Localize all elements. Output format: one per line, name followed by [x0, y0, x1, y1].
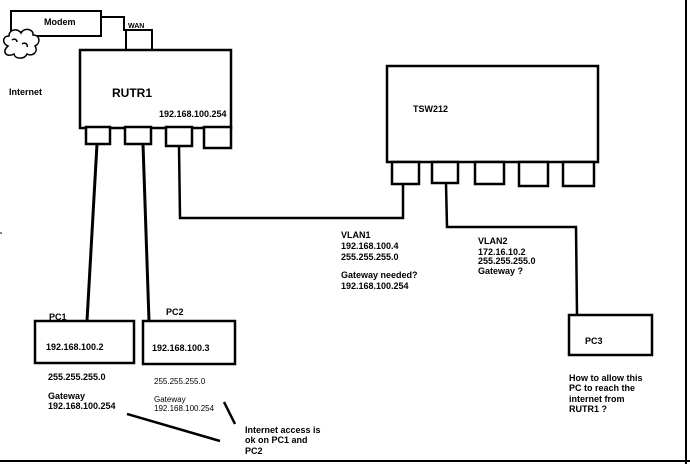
pc1-box — [33, 319, 136, 365]
pc2-gateway-label: Gateway — [154, 395, 186, 404]
pc2-mask: 255.255.255.0 — [154, 377, 206, 386]
pc2-box — [141, 319, 237, 366]
vlan2-mask: 255.255.255.0 — [478, 256, 536, 266]
vlan2-name: VLAN2 — [478, 236, 508, 246]
pc2-gateway: 192.168.100.254 — [154, 404, 215, 413]
switch-port-3 — [473, 160, 506, 186]
pc2-ip: 192.168.100.3 — [152, 343, 210, 353]
internet-label: Internet — [9, 87, 43, 97]
router-lan-port-2 — [123, 125, 153, 146]
pc3-box — [567, 313, 654, 357]
internet-access-note: Internet access is ok on PC1 and PC2 — [245, 425, 321, 456]
modem-label: Modem — [44, 17, 76, 27]
router-lan-port-1 — [84, 125, 112, 146]
router-pc2-cable — [141, 143, 151, 322]
router-ip: 192.168.100.254 — [159, 109, 227, 119]
pc1-gateway: 192.168.100.254 — [48, 401, 116, 411]
vlan1-gateway: 192.168.100.254 — [341, 281, 409, 291]
pc1-gateway-label: Gateway — [48, 391, 86, 401]
router-switch-cable — [177, 145, 405, 220]
router-lan-port-3 — [164, 125, 194, 148]
modem-box — [10, 10, 102, 37]
switch-box — [385, 64, 600, 164]
vlan1-gateway-question: Gateway needed? — [341, 270, 418, 280]
pc3-question-note: How to allow this PC to reach the intern… — [569, 373, 643, 415]
internet-cloud-icon — [2, 28, 40, 59]
pc1-ip: 192.168.100.2 — [46, 342, 104, 352]
wan-port-label: WAN — [128, 23, 145, 30]
router-wan-port — [125, 29, 153, 51]
router-name: RUTR1 — [112, 86, 153, 100]
switch-pc3-cable — [444, 182, 579, 316]
vlan1-mask: 255.255.255.0 — [341, 252, 399, 262]
modem-wan-cable — [101, 16, 125, 31]
switch-port-5 — [561, 160, 596, 188]
vlan1-ip: 192.168.100.4 — [341, 241, 399, 251]
switch-port-4 — [517, 160, 550, 188]
pointer-stroke-short — [222, 401, 237, 425]
vlan2-ip: 172.16.10.2 — [478, 247, 526, 257]
pc1-name: PC1 — [49, 312, 67, 322]
vlan2-gateway: Gateway ? — [478, 266, 524, 276]
router-box — [78, 48, 233, 130]
router-lan-port-4 — [202, 125, 233, 150]
vlan1-name: VLAN1 — [341, 230, 371, 240]
pc1-mask: 255.255.255.0 — [48, 372, 106, 382]
pc2-name: PC2 — [166, 307, 184, 317]
switch-port-1 — [390, 160, 421, 186]
router-pc1-cable — [85, 143, 99, 322]
switch-name: TSW212 — [413, 104, 449, 114]
pc3-name: PC3 — [585, 336, 603, 346]
pointer-stroke-long — [126, 412, 221, 443]
switch-port-2 — [430, 160, 460, 185]
